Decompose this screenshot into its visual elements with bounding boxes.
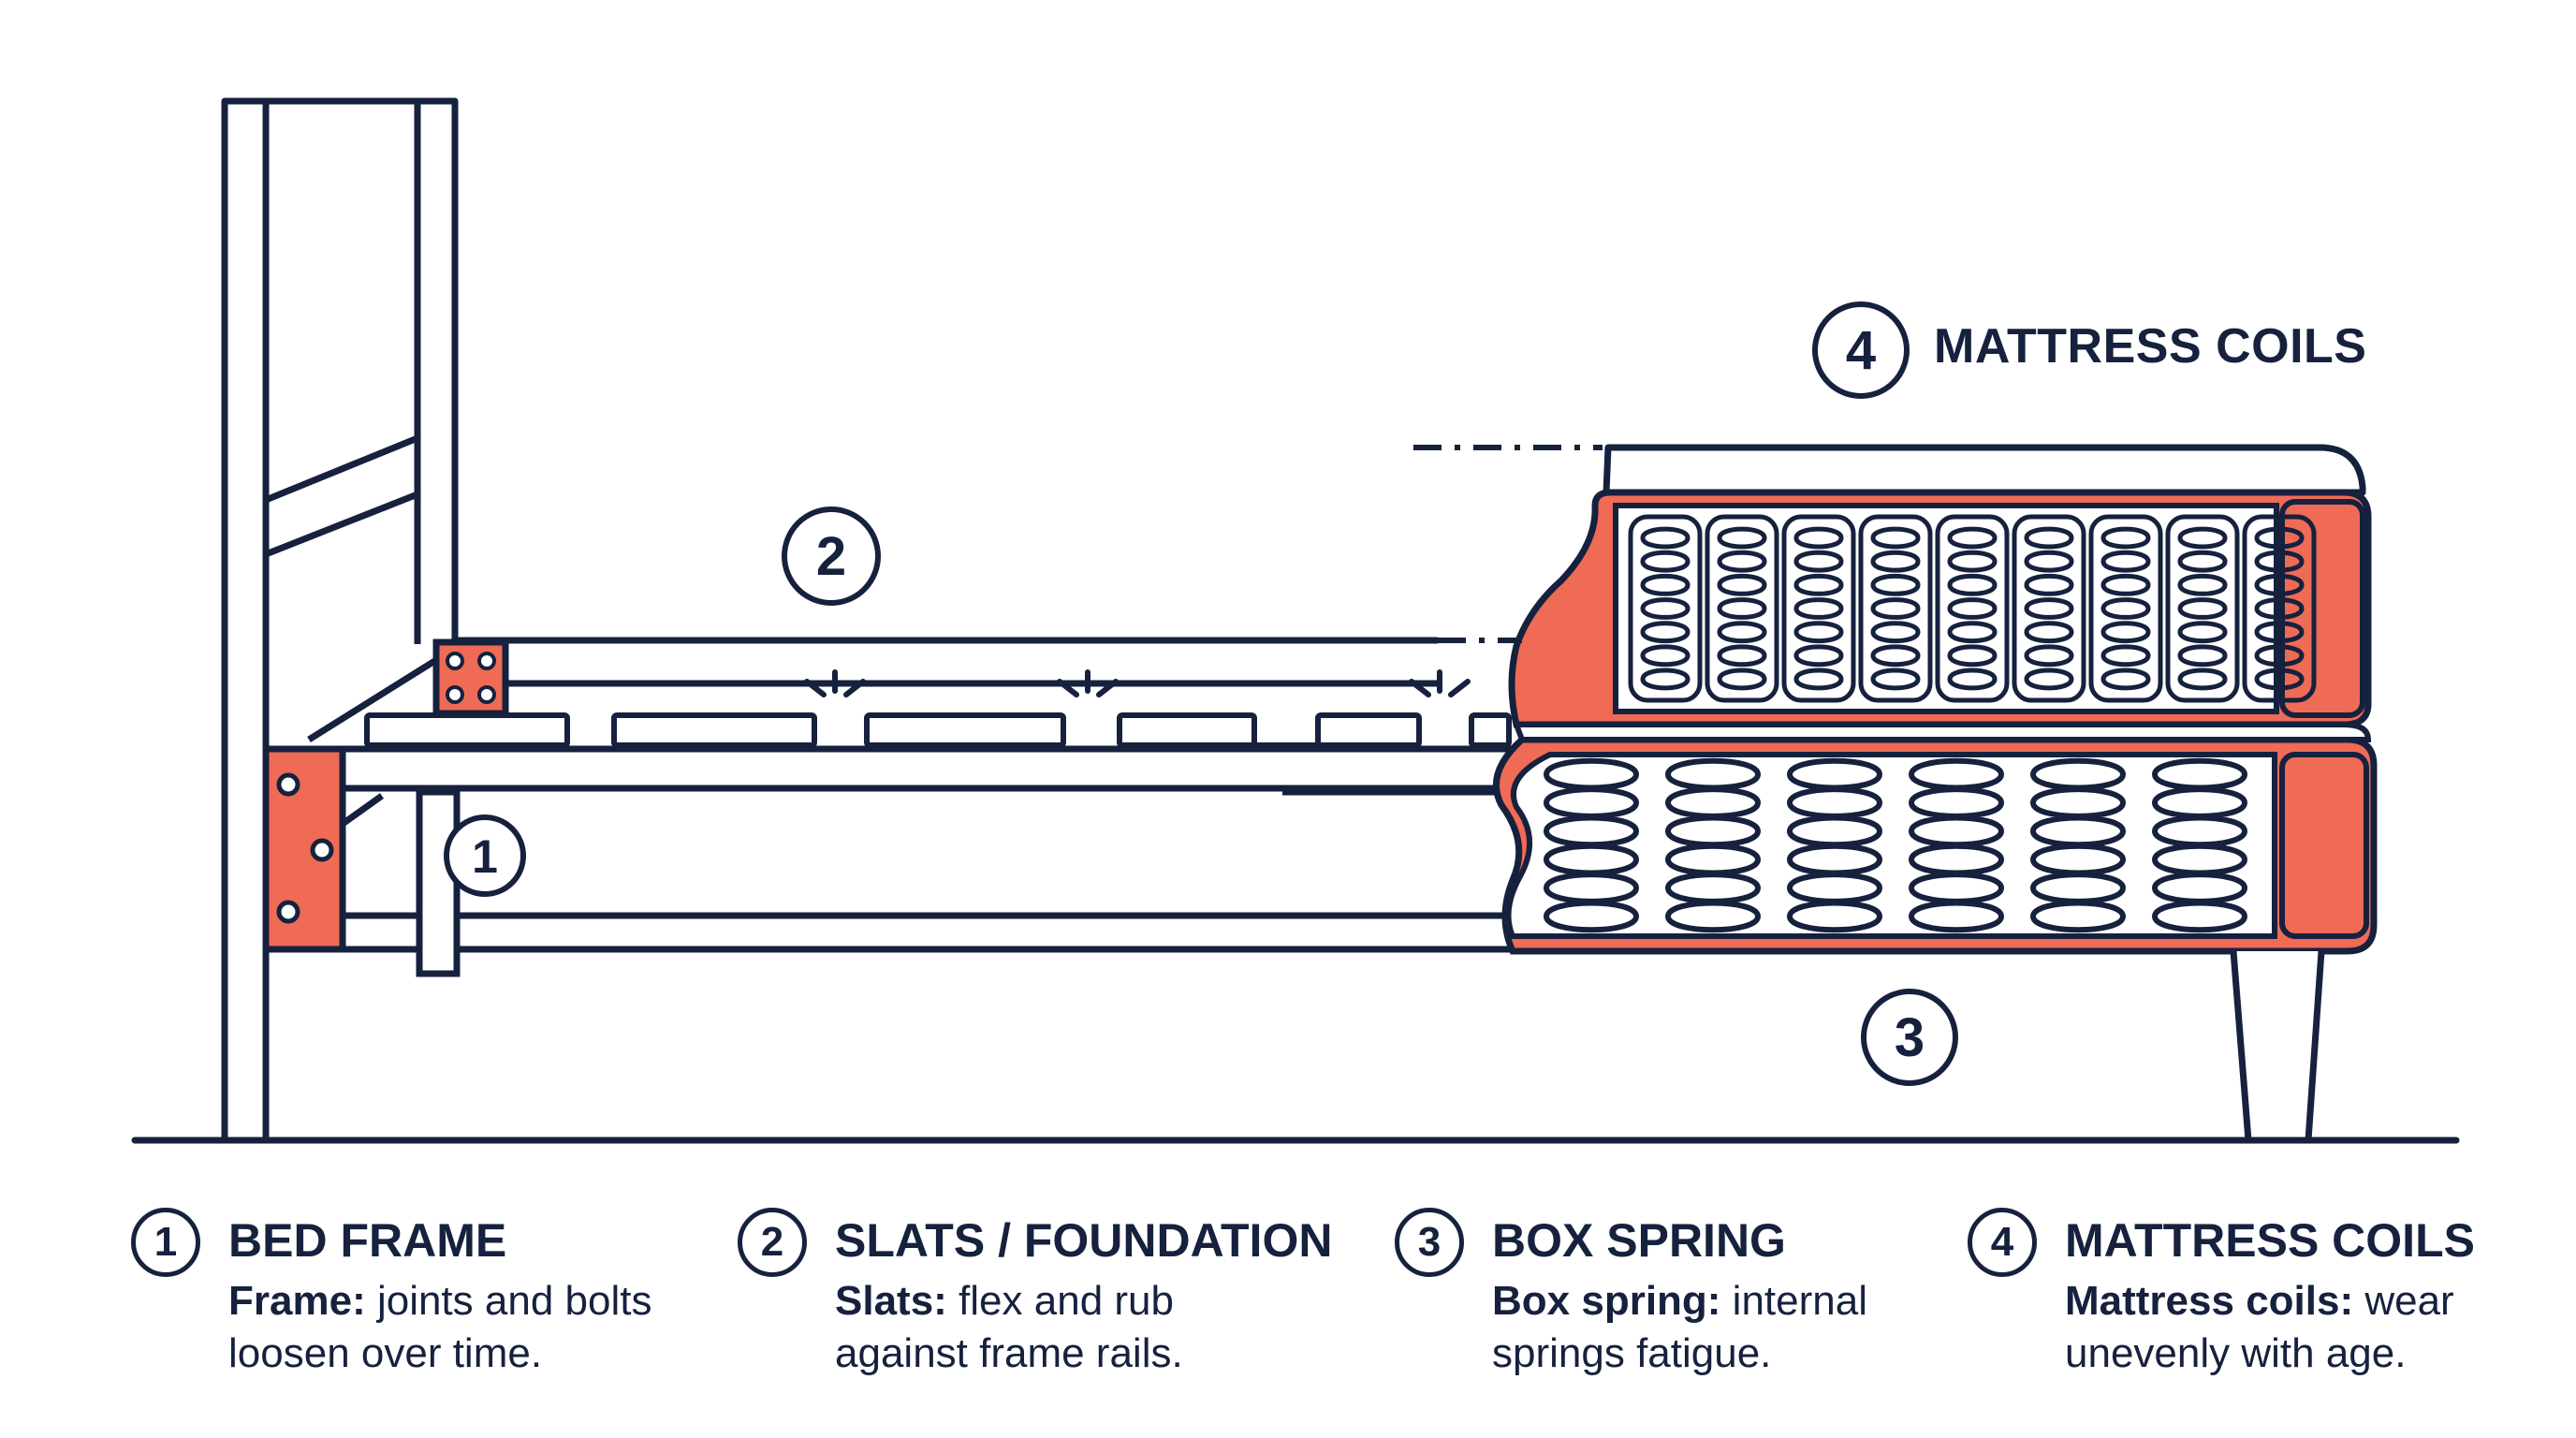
bed-leg: [2230, 950, 2325, 1144]
legend-description-lead: Box spring:: [1492, 1278, 1721, 1324]
callout-mattress-label: MATTRESS COILS: [1934, 319, 2367, 374]
mattress-pocket-coil: [2242, 514, 2317, 703]
mattress-pocket-coil: [1781, 514, 1856, 703]
slats: [364, 712, 1512, 748]
legend-number-badge: 2: [738, 1208, 807, 1277]
callout-box-spring-number: 3: [1895, 1007, 1925, 1068]
leader-lines: [1383, 445, 1603, 918]
box-spring-coil: [1665, 757, 1761, 933]
legend-description: Frame: joints and bolts loosen over time…: [228, 1275, 753, 1380]
mattress-pocket-coil: [1628, 514, 1703, 703]
box-spring-coil: [1787, 757, 1882, 933]
frame-bracket-small: [432, 638, 509, 717]
squeak-marks: [804, 669, 1471, 697]
legend-number-badge: 4: [1968, 1208, 2037, 1277]
mattress-pocket-coil: [1935, 514, 2010, 703]
callout-frame-number: 1: [472, 830, 498, 883]
legend-description-rest: wear unevenly with age.: [2065, 1278, 2454, 1376]
callout-mattress-number: 4: [1846, 320, 1876, 381]
legend-description-rest: flex and rub against frame rails.: [835, 1278, 1183, 1376]
box-spring-coil: [2152, 757, 2247, 933]
callout-slats-number: 2: [816, 526, 846, 587]
callout-mattress: 4: [1812, 301, 1910, 399]
legend-description-rest: internal springs fatigue.: [1492, 1278, 1867, 1376]
box-spring-coil: [1909, 757, 2004, 933]
legend-title: BOX SPRING: [1492, 1214, 1786, 1267]
legend-description-lead: Frame:: [228, 1278, 366, 1324]
frame-bracket-large: [262, 745, 346, 953]
legend-title: SLATS / FOUNDATION: [835, 1214, 1333, 1267]
legend-description: Box spring: internal springs fatigue.: [1492, 1275, 1913, 1380]
callout-slats: 2: [782, 506, 881, 606]
mattress-pocket-coil: [2088, 514, 2163, 703]
box-spring: [1492, 736, 2378, 955]
legend-description-lead: Mattress coils:: [2065, 1278, 2354, 1324]
mattress-pocket-coil: [1705, 514, 1779, 703]
legend-number-badge: 3: [1395, 1208, 1464, 1277]
mattress-pocket-coil: [2165, 514, 2240, 703]
mattress: [1508, 444, 2372, 742]
headboard: [221, 97, 459, 1140]
legend-title: BED FRAME: [228, 1214, 507, 1267]
callout-frame: 1: [444, 814, 526, 897]
legend-description-lead: Slats:: [835, 1278, 947, 1324]
legend-title: MATTRESS COILS: [2065, 1214, 2475, 1267]
mattress-pocket-coil: [1858, 514, 1933, 703]
mattress-pocket-coil: [2012, 514, 2086, 703]
box-spring-coil: [1544, 757, 1639, 933]
box-spring-coil: [2030, 757, 2126, 933]
legend-number-badge: 1: [131, 1208, 200, 1277]
legend-description-rest: joints and bolts loosen over time.: [228, 1278, 652, 1376]
callout-box-spring: 3: [1861, 989, 1958, 1086]
legend-description: Slats: flex and rub against frame rails.: [835, 1275, 1228, 1380]
legend-description: Mattress coils: wear unevenly with age.: [2065, 1275, 2576, 1380]
